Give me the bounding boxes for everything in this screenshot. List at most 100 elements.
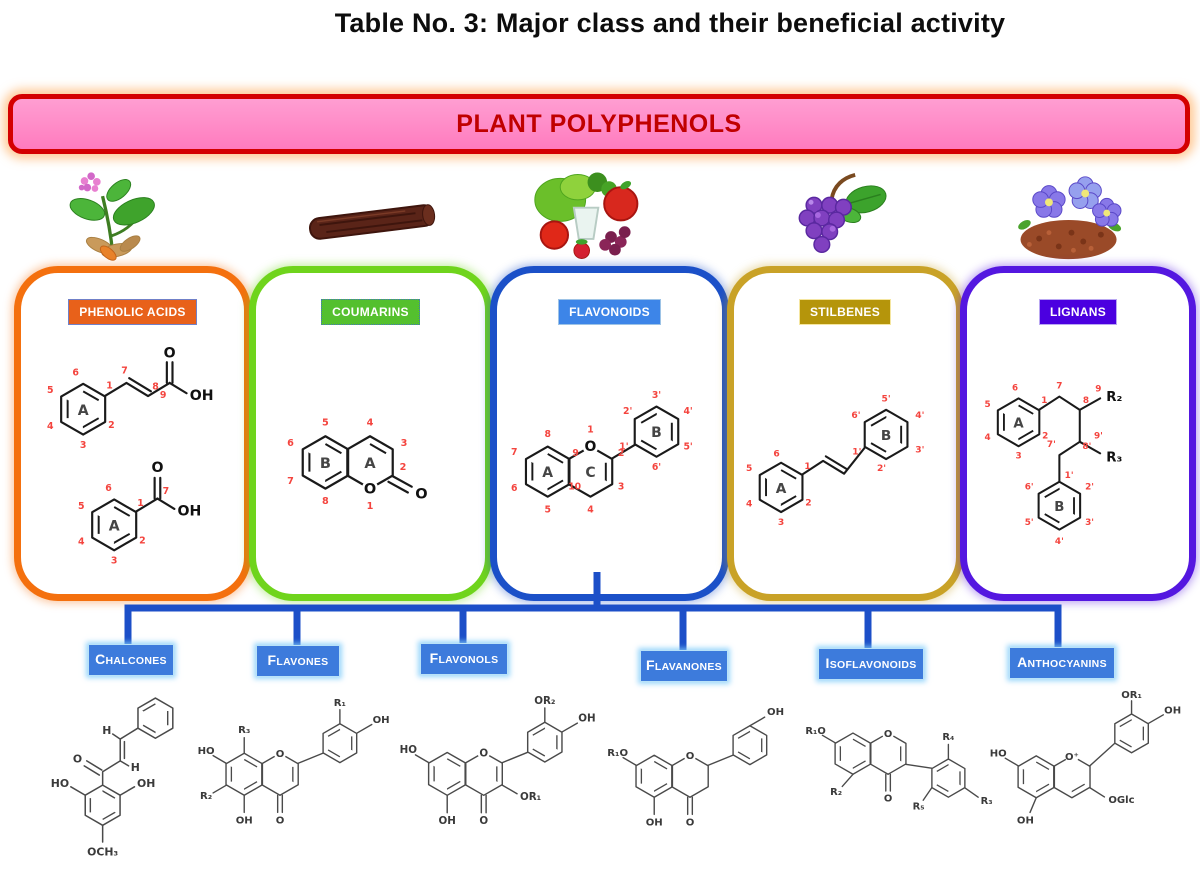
svg-text:R₁O: R₁O (607, 748, 628, 759)
class-box-stilbenes: STILBENES A B 1 2 3 4 5 6 1' 2' 3' 4' 5' (727, 266, 963, 601)
flavonoids-label: FLAVONOIDS (558, 299, 661, 325)
svg-text:5': 5' (683, 441, 692, 452)
class-box-coumarins: COUMARINS O O B A 1 2 3 4 5 6 7 8 (249, 266, 492, 601)
svg-text:R₂: R₂ (1106, 390, 1122, 405)
svg-text:2: 2 (139, 535, 146, 546)
svg-text:4: 4 (984, 433, 990, 443)
svg-text:R₃: R₃ (981, 796, 993, 807)
svg-text:6': 6' (851, 411, 860, 421)
svg-text:OH: OH (646, 817, 663, 828)
svg-text:R₂: R₂ (830, 787, 842, 798)
svg-text:HO: HO (400, 744, 418, 756)
svg-text:A: A (77, 402, 88, 418)
subclass-anthocyanins: ANTHOCYANINS (1009, 647, 1115, 679)
svg-text:R₄: R₄ (942, 732, 954, 743)
svg-text:2': 2' (623, 405, 632, 416)
stilbenes-structure: A B 1 2 3 4 5 6 1' 2' 3' 4' 5' 6' (746, 394, 924, 527)
svg-text:OH: OH (177, 503, 201, 519)
svg-text:OR₁: OR₁ (520, 791, 541, 803)
svg-text:OH: OH (137, 777, 155, 790)
svg-text:B: B (881, 427, 891, 443)
svg-text:9: 9 (572, 447, 578, 458)
coumarins-label: COUMARINS (321, 299, 420, 325)
svg-text:7: 7 (162, 485, 169, 496)
svg-text:3: 3 (79, 439, 86, 450)
svg-text:OH: OH (767, 707, 784, 718)
basil-plant-icon (69, 172, 155, 261)
svg-text:1: 1 (1041, 395, 1047, 405)
svg-text:O: O (163, 345, 175, 361)
svg-text:5: 5 (78, 500, 85, 511)
svg-text:5': 5' (882, 394, 891, 404)
svg-text:B: B (651, 425, 662, 441)
svg-text:1: 1 (106, 380, 113, 391)
svg-text:H: H (102, 724, 111, 737)
chalcones-structure: H H O HO OH OCH₃ (51, 697, 174, 858)
svg-text:5: 5 (46, 385, 53, 396)
svg-text:3: 3 (617, 481, 623, 492)
svg-text:HO: HO (198, 746, 215, 757)
svg-text:2': 2' (877, 463, 886, 473)
svg-text:4: 4 (746, 499, 752, 509)
svg-text:O: O (363, 481, 375, 497)
flavanones-structure: O O R₁O OH OH (607, 707, 784, 828)
cinnamon-stick-icon (309, 204, 436, 240)
svg-text:2: 2 (1042, 431, 1048, 441)
svg-text:2: 2 (805, 498, 811, 508)
svg-text:R₃: R₃ (1106, 450, 1122, 465)
svg-text:OR₁: OR₁ (1121, 690, 1142, 701)
svg-text:8: 8 (544, 429, 550, 440)
class-box-lignans: LIGNANS R₂ R₃ A B 1 2 3 4 5 6 7 8 (960, 266, 1196, 601)
svg-text:HO: HO (51, 777, 69, 790)
svg-text:A: A (364, 456, 376, 472)
flax-flowers-icon (1018, 176, 1122, 260)
svg-text:O: O (884, 729, 892, 740)
svg-text:O: O (884, 794, 892, 805)
fruits-vegetables-icon (534, 172, 639, 259)
svg-text:6: 6 (72, 367, 79, 378)
svg-text:OH: OH (1017, 815, 1034, 826)
svg-text:6: 6 (287, 437, 294, 448)
flavones-structure: O O R₃ HO R₂ OH R₁ OH (198, 698, 390, 826)
svg-text:O: O (73, 753, 82, 766)
svg-text:OCH₃: OCH₃ (87, 845, 118, 858)
svg-text:6: 6 (105, 483, 112, 494)
svg-text:R₂: R₂ (200, 791, 212, 802)
subclass-flavanones: FLAVANONES (640, 650, 728, 682)
svg-text:3': 3' (1085, 518, 1094, 528)
svg-text:OH: OH (439, 815, 456, 827)
stilbenes-label: STILBENES (798, 299, 892, 325)
svg-text:O⁺: O⁺ (1065, 752, 1079, 763)
svg-text:10: 10 (568, 481, 581, 492)
svg-text:C: C (585, 465, 595, 481)
svg-text:2: 2 (108, 420, 115, 431)
coumarins-structure: O O B A 1 2 3 4 5 6 7 8 (287, 417, 427, 511)
svg-text:1: 1 (137, 498, 144, 509)
svg-text:4: 4 (78, 536, 85, 547)
flavonols-structure: O O HO OH OR₁ OR₂ OH (400, 696, 596, 827)
svg-text:O: O (686, 817, 695, 828)
svg-text:3: 3 (1015, 451, 1021, 461)
svg-text:2: 2 (399, 462, 406, 473)
svg-text:3: 3 (400, 437, 407, 448)
phenolic-acids-structures: O OH A 1 2 3 4 5 6 7 8 9 O OH A 1 2 (46, 345, 213, 566)
svg-text:1': 1' (852, 447, 861, 457)
svg-text:OH: OH (578, 713, 595, 725)
svg-text:5': 5' (1025, 518, 1034, 528)
svg-text:3: 3 (110, 555, 117, 566)
svg-text:5: 5 (746, 463, 752, 473)
flavonoids-structure: O A C B 1 2 3 4 5 6 7 8 9 10 1' 2' 3' 4'… (511, 390, 693, 515)
svg-text:B: B (1054, 500, 1064, 515)
svg-text:1: 1 (804, 462, 810, 472)
svg-text:7: 7 (287, 475, 294, 486)
svg-text:O: O (276, 815, 285, 826)
svg-text:OGlc: OGlc (1108, 795, 1134, 806)
subclass-chalcones: CHALCONES (88, 644, 174, 676)
class-box-phenolic-acids: PHENOLIC ACIDS O OH A 1 2 3 4 5 6 7 8 9 (14, 266, 251, 601)
svg-text:4': 4' (915, 411, 924, 421)
svg-text:A: A (108, 518, 119, 534)
svg-text:6': 6' (651, 461, 660, 472)
svg-text:OH: OH (373, 715, 390, 726)
svg-text:6: 6 (1012, 383, 1018, 393)
svg-text:O: O (686, 751, 695, 762)
